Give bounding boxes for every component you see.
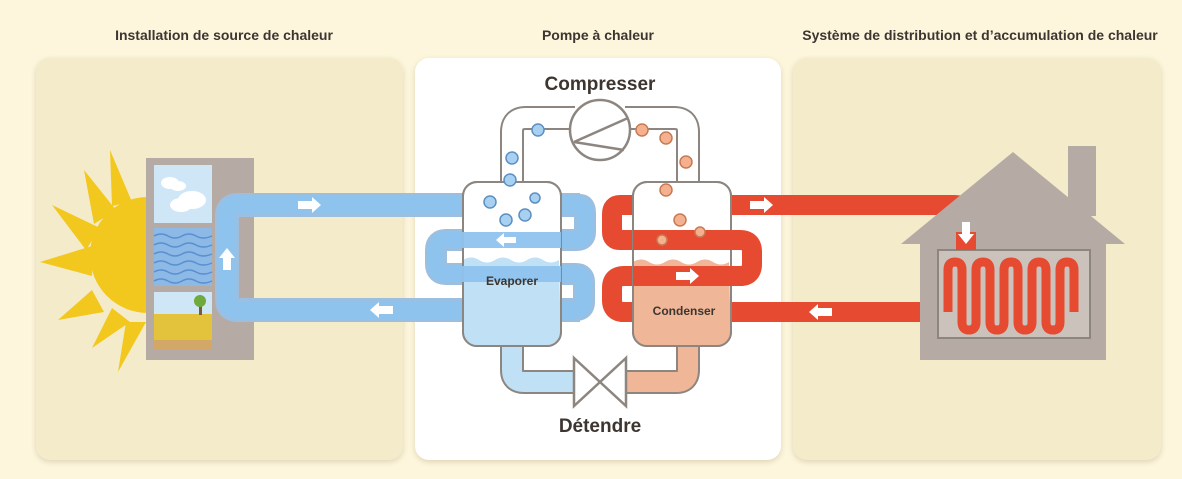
evaporator-tank [462, 181, 562, 347]
arrow-right-icon [676, 268, 699, 284]
arrow-left-icon [370, 302, 393, 318]
refrigerant-bubbles-hot [635, 123, 706, 246]
flow-arrows [219, 197, 974, 320]
condenser-label: Condenser [653, 304, 716, 318]
expansion-label: Détendre [559, 416, 641, 437]
arrow-up-icon [219, 248, 235, 270]
heading-heat-source: Installation de source de chaleur [115, 27, 333, 43]
arrow-left-icon [809, 304, 832, 320]
arrow-left-icon [496, 233, 516, 247]
evaporator-label: Evaporer [486, 274, 538, 288]
arrow-down-icon [958, 222, 974, 244]
compressor-label: Compresser [545, 74, 656, 95]
refrigerant-bubbles-cold [483, 123, 545, 227]
arrow-right-icon [750, 197, 773, 213]
condenser-tank [632, 181, 732, 347]
radiator-icon [937, 249, 1091, 339]
heading-distribution: Système de distribution et d’accumulatio… [802, 27, 1158, 43]
heading-heat-pump: Pompe à chaleur [542, 27, 655, 43]
arrow-right-icon [298, 197, 321, 213]
water-source-icon [153, 228, 213, 286]
expansion-valve-icon [572, 355, 628, 409]
compressor-icon [568, 98, 632, 162]
air-source-icon [154, 165, 212, 223]
ground-source-icon [154, 292, 212, 350]
